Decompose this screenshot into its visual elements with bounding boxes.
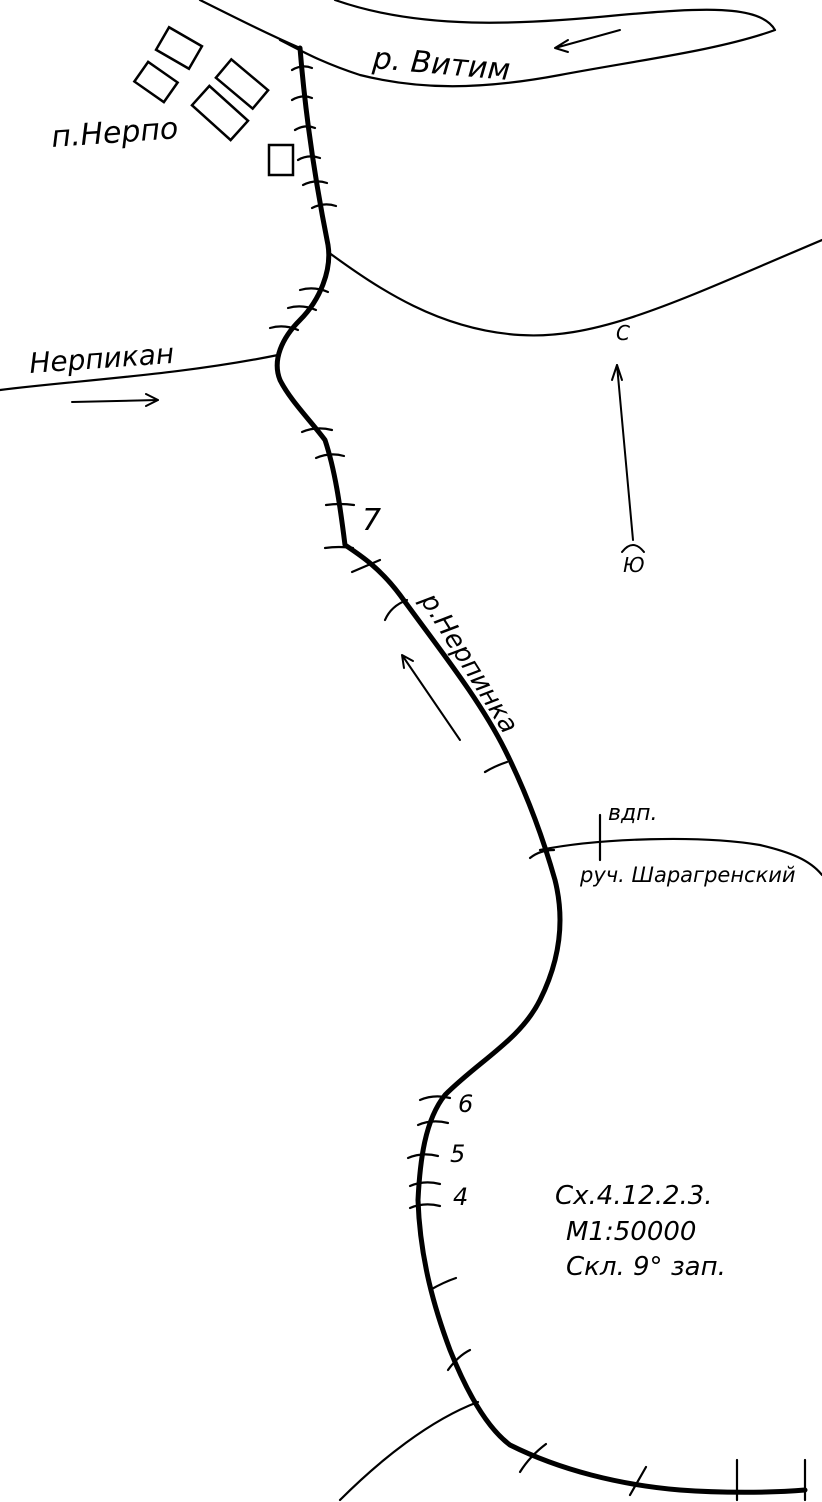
compass-north-label: С [616,321,630,345]
building-3 [214,57,270,111]
route-tick [408,1181,442,1188]
right-tributary [326,238,822,337]
route-tick [314,453,346,460]
point-5-label: 5 [450,1140,465,1168]
vitim-river-bank-lower [198,0,302,50]
route-tick [298,287,330,294]
point-6-label: 6 [458,1090,473,1118]
route-tick [290,95,314,102]
route-tick [428,1276,458,1292]
route-tick [446,1348,472,1372]
nerpinka-flow-arrow [401,654,461,741]
route-tick [290,65,314,72]
route-tick [628,1465,648,1497]
compass-needle [616,364,634,541]
compass-south-arc-icon [621,544,645,553]
stream-label: руч. Шарагренский [579,863,796,887]
route-tick [323,545,355,550]
route-tick [408,1203,442,1210]
compass-south-label: Ю [623,553,645,577]
route-tick [518,1442,548,1474]
sharagrensky-stream [538,837,822,877]
nerpinka-river-label: р.Нерпинка [414,587,524,739]
nerpinka-route [274,45,808,1495]
route-tick [268,325,300,332]
compass-north-arrow-icon [611,364,623,381]
route-tick [418,1095,452,1102]
building-2 [132,60,180,104]
vitim-flow-arrow [554,29,621,53]
route-ticks [268,65,807,1502]
route-tick [483,760,509,774]
legend-declination-line: Скл. 9° зап. [566,1252,726,1282]
building-4 [190,84,250,142]
point-4-label: 4 [453,1183,468,1211]
legend-scheme-line: Сх.4.12.2.3. [555,1181,713,1211]
route-tick [528,848,556,860]
route-tick [286,305,318,312]
nerpikan-flow-arrow [71,393,159,407]
route-tick [350,558,382,574]
route-tick [416,1120,450,1127]
building-5 [267,143,295,177]
waterfall-label: вдп. [608,801,658,826]
point-7-label: 7 [362,503,381,538]
route-tick [300,427,334,434]
vitim-river [198,0,777,88]
building-1 [154,25,204,71]
bottom-tributary [338,1400,480,1502]
route-tick [301,180,329,187]
map-legend: Сх.4.12.2.3. М1:50000 Скл. 9° зап. [555,1181,726,1282]
compass: С Ю [611,321,645,577]
legend-scale-line: М1:50000 [566,1217,696,1247]
route-tick [383,598,409,622]
route-tick [293,125,317,132]
vitim-river-bank-upper [278,0,777,88]
route-tick [324,502,356,507]
route-tick [310,203,338,210]
route-tick [296,155,322,162]
nerpikan-river [0,353,280,392]
settlement-buildings [132,25,295,177]
route-tick [406,1153,440,1160]
settlement-label: п.Нерпо [50,111,179,155]
